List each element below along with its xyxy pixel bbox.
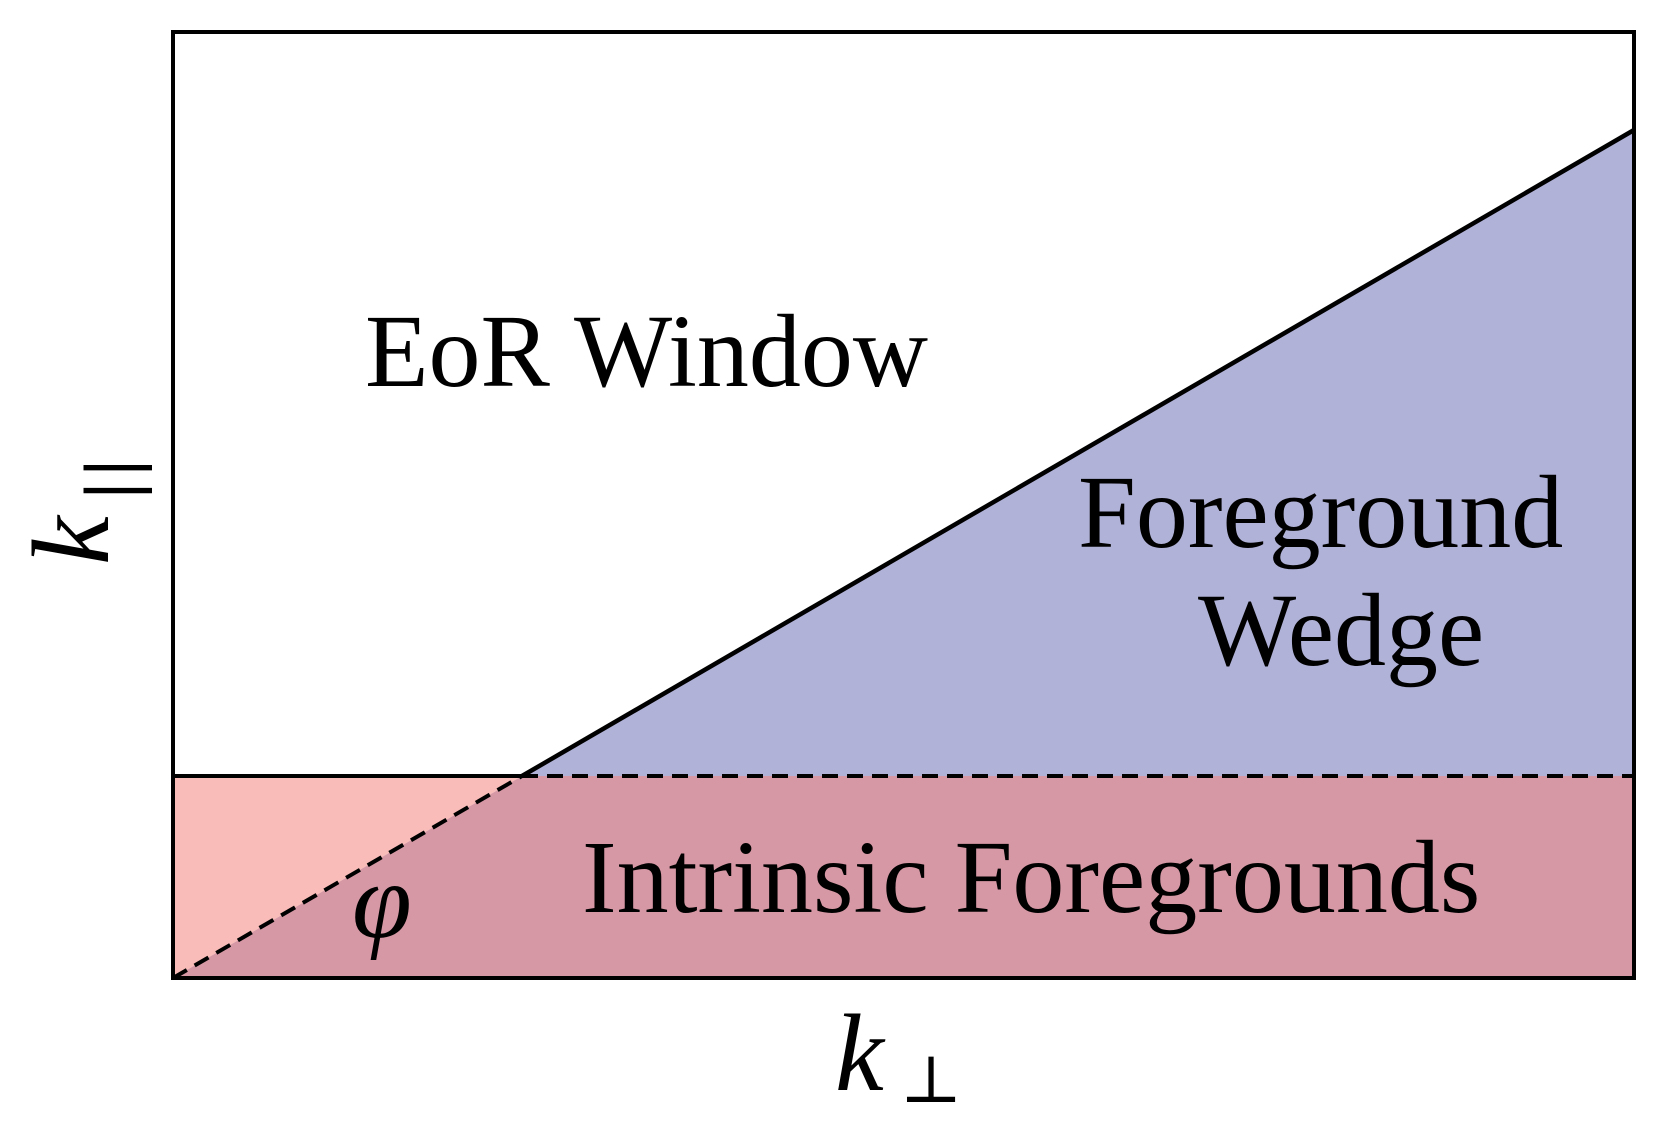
x-axis-label-symbol: k bbox=[835, 992, 886, 1114]
x-axis-label-subscript: ⊥ bbox=[900, 1041, 962, 1118]
y-axis-label-symbol: k bbox=[10, 514, 132, 565]
x-axis-label: k ⊥ bbox=[835, 992, 962, 1118]
intrinsic-foregrounds-label: Intrinsic Foregrounds bbox=[582, 820, 1480, 935]
wedge-angle-symbol: φ bbox=[352, 842, 412, 961]
foreground-wedge-label-line1: Foreground bbox=[1078, 455, 1563, 570]
eor-window-label: EoR Window bbox=[365, 294, 928, 409]
plot-frame bbox=[171, 30, 1636, 980]
wedge-extension-dashed-line bbox=[171, 774, 524, 980]
y-axis-label: k || bbox=[10, 456, 153, 565]
foreground-wedge-label-line2: Wedge bbox=[1198, 573, 1484, 688]
intrinsic-foreground-overlap-region bbox=[173, 776, 1634, 978]
wedge-boundary-line bbox=[520, 128, 1636, 778]
y-axis-label-subscript: || bbox=[74, 456, 153, 502]
